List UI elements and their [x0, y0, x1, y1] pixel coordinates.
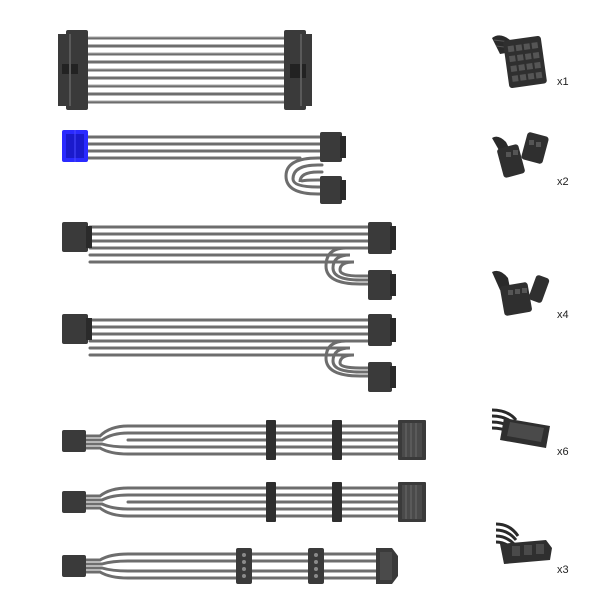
- sata-source-plug-b: [62, 491, 86, 513]
- quantity-label: x4: [557, 309, 569, 321]
- pcie-plug-lower-a: [368, 270, 396, 300]
- pcie-plug-source-b: [62, 314, 92, 344]
- sata-source-plug-a: [62, 430, 86, 452]
- quantity-label: x6: [557, 446, 569, 458]
- quantity-label: x3: [557, 564, 569, 576]
- cable-pcie-split-b: [62, 314, 396, 392]
- eps-plug-lower: [320, 176, 346, 204]
- molex-inline-connector-1: [236, 548, 252, 584]
- pcie-6plus2-connector-icon: [492, 270, 550, 316]
- sata-end-connector-a: [398, 420, 426, 460]
- pcie-plug-upper-a: [368, 222, 396, 254]
- cable-molex-daisy: [62, 548, 398, 584]
- sata-inline-connector-b2: [332, 482, 342, 522]
- pcie-plug-lower-b: [368, 362, 396, 392]
- cable-cpu-eps-split: [62, 130, 346, 204]
- quantity-label: x2: [557, 176, 569, 188]
- atx-24pin-plug-right: [284, 30, 312, 110]
- atx-24pin-plug-left: [58, 30, 88, 110]
- sata-inline-connector-b1: [266, 482, 276, 522]
- cable-sata-daisy-b: [62, 482, 426, 522]
- sata-inline-connector-a2: [332, 420, 342, 460]
- sata-end-connector-b: [398, 482, 426, 522]
- eps-4plus4-connector-icon: [492, 132, 549, 178]
- molex-inline-connector-2: [308, 548, 324, 584]
- eps-plug-upper: [320, 132, 346, 162]
- cable-pcie-split-a: [62, 222, 396, 300]
- eps-plug-blue: [62, 130, 88, 162]
- pcie-plug-source-a: [62, 222, 92, 252]
- molex-end-connector: [376, 548, 398, 584]
- atx-24pin-connector-icon: [492, 35, 547, 89]
- cable-sata-daisy-a: [62, 420, 426, 460]
- sata-power-connector-icon: [491, 408, 550, 448]
- molex-source-plug: [62, 555, 86, 577]
- pcie-plug-upper-b: [368, 314, 396, 346]
- sata-inline-connector-a1: [266, 420, 276, 460]
- quantity-label: x1: [557, 76, 569, 88]
- cable-24pin-extension: [58, 30, 312, 110]
- molex-4pin-connector-icon: [495, 522, 552, 564]
